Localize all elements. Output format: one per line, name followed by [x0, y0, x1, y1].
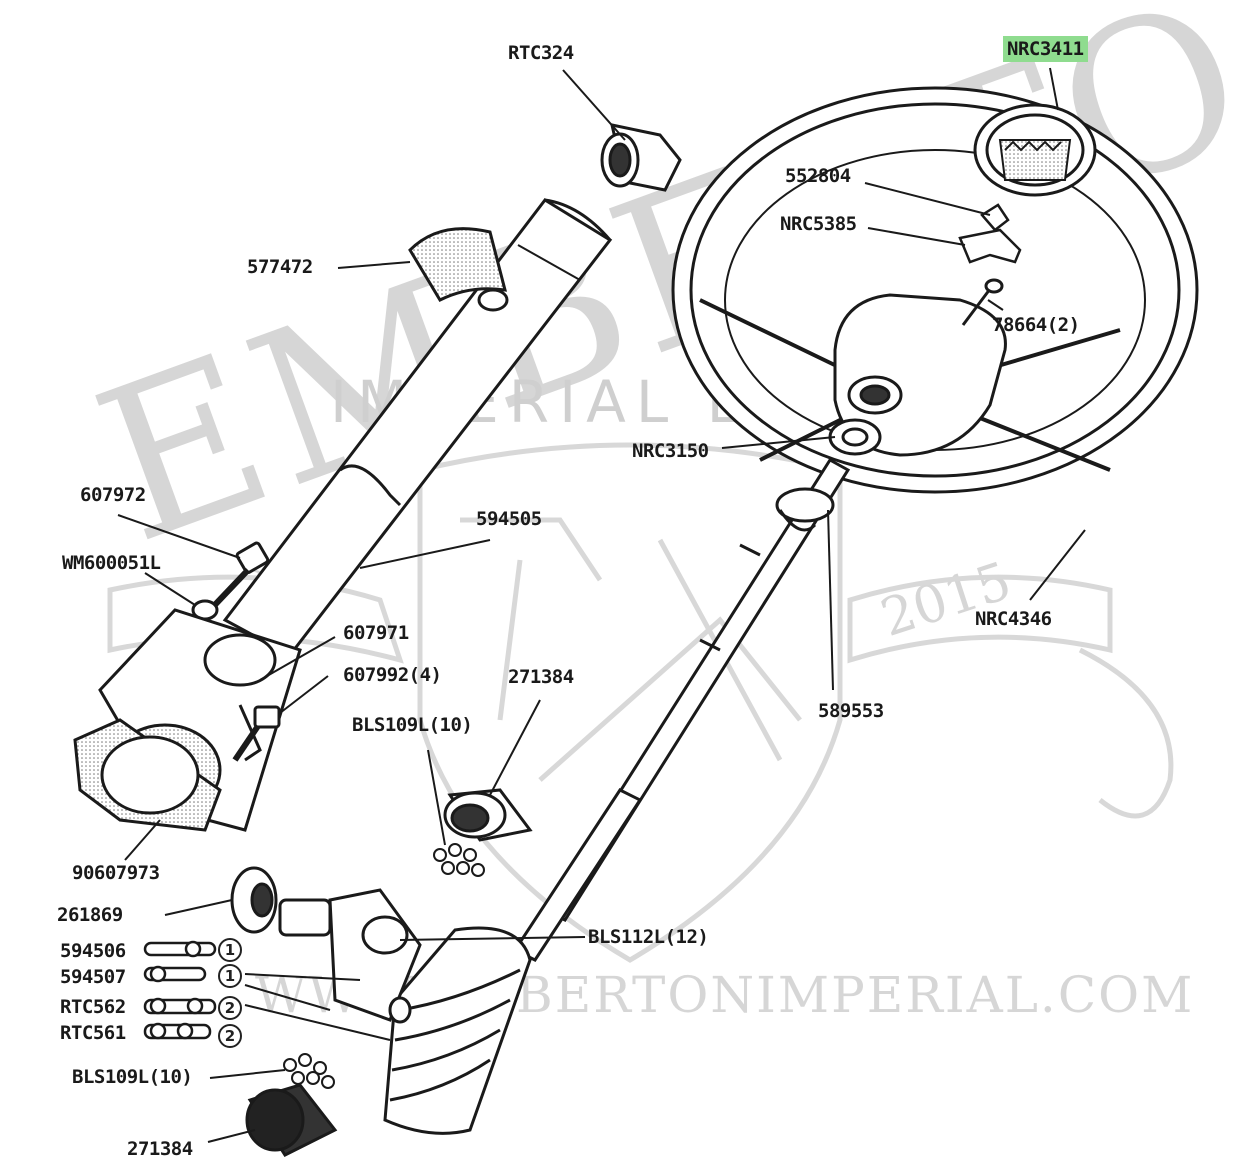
half-bush-part	[408, 227, 509, 312]
clamp-bolt-part	[232, 705, 281, 762]
callout-rtc562: 2	[218, 996, 242, 1020]
label-wm600051l[interactable]: WM600051L	[62, 552, 161, 574]
bolt-part	[177, 541, 270, 648]
label-nrc3150[interactable]: NRC3150	[632, 440, 709, 462]
callout-594506: 1	[218, 938, 242, 962]
label-90607973[interactable]: 90607973	[72, 862, 160, 884]
universal-joint	[278, 888, 422, 1024]
label-rtc562[interactable]: RTC562	[60, 996, 126, 1018]
horn-contact-part	[958, 203, 1022, 264]
label-271384-lower[interactable]: 271384	[127, 1138, 193, 1160]
label-607972[interactable]: 607972	[80, 484, 146, 506]
label-78664[interactable]: 78664(2)	[992, 314, 1080, 336]
leader-lines	[117, 67, 1086, 1143]
label-271384-upper[interactable]: 271384	[508, 666, 574, 688]
label-607971[interactable]: 607971	[343, 622, 409, 644]
label-552804[interactable]: 552804	[785, 165, 851, 187]
label-rtc561[interactable]: RTC561	[60, 1022, 126, 1044]
label-nrc3411[interactable]: NRC3411	[1003, 36, 1088, 62]
label-rtc324[interactable]: RTC324	[508, 42, 574, 64]
bearing-part-upper	[443, 788, 533, 842]
nut-part	[828, 418, 882, 456]
label-nrc5385[interactable]: NRC5385	[780, 213, 857, 235]
bush-part	[600, 123, 682, 192]
screw-part	[961, 278, 1004, 326]
steering-wheel	[671, 86, 1199, 494]
label-bls109l-upper[interactable]: BLS109L(10)	[352, 714, 473, 736]
label-594507[interactable]: 594507	[60, 966, 126, 988]
seal-part	[230, 866, 278, 934]
watermark-shield	[107, 442, 1174, 963]
label-594505[interactable]: 594505	[476, 508, 542, 530]
label-261869[interactable]: 261869	[57, 904, 123, 926]
ball-bearings-upper	[433, 843, 485, 877]
label-577472[interactable]: 577472	[247, 256, 313, 278]
label-589553[interactable]: 589553	[818, 700, 884, 722]
callout-rtc561: 2	[218, 1024, 242, 1048]
label-nrc4346[interactable]: NRC4346	[975, 608, 1052, 630]
bearing-part-lower	[245, 1083, 338, 1157]
label-594506[interactable]: 594506	[60, 940, 126, 962]
callout-594507: 1	[218, 964, 242, 988]
lower-column	[383, 788, 643, 1135]
horn-push-part	[973, 103, 1097, 197]
fastener-icons	[143, 940, 217, 1040]
label-bls112l[interactable]: BLS112L(12)	[588, 926, 709, 948]
ball-bearings-lower	[283, 1053, 335, 1089]
label-607992[interactable]: 607992(4)	[343, 664, 442, 686]
label-bls109l-lower[interactable]: BLS109L(10)	[72, 1066, 193, 1088]
gasket-part	[73, 718, 222, 832]
